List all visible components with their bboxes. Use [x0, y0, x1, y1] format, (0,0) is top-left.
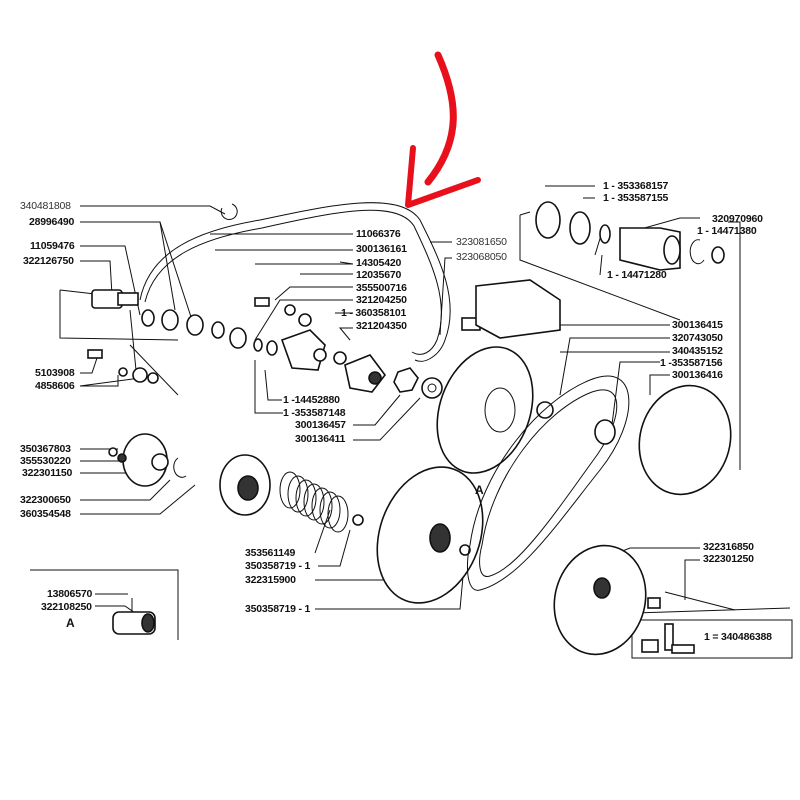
part-label: 1 -353587148	[283, 407, 346, 419]
section-marker: A	[66, 616, 75, 630]
spring	[279, 471, 349, 533]
part-label: 11066376	[356, 228, 401, 240]
fan-pulleys	[553, 384, 736, 656]
part-label: 323081650	[456, 236, 507, 248]
part-label: 322301150	[22, 467, 73, 479]
part-label: 300136415	[672, 319, 723, 331]
part-label: 300136411	[295, 433, 346, 445]
part-label: 350358719 - 1	[245, 560, 311, 572]
part-label: 355500716	[356, 282, 407, 294]
part-label: 1 - 353587155	[603, 192, 669, 204]
part-label: 4858606	[35, 380, 75, 392]
part-label: 353561149	[245, 547, 296, 559]
part-label: 321204350	[356, 320, 407, 332]
section-a-detail	[112, 598, 695, 654]
variator-pulleys	[108, 346, 554, 604]
part-label: 1 - 14471380	[697, 225, 757, 237]
throttle-cable	[139, 202, 451, 362]
part-label: 1 -14452880	[283, 394, 340, 406]
part-label: 321204250	[356, 294, 407, 306]
part-label: 360354548	[20, 508, 71, 520]
part-label: 1 - 353368157	[603, 180, 669, 192]
part-label: 350358719 - 1	[245, 603, 311, 615]
section-marker: A	[475, 483, 484, 497]
part-label: 340435152	[672, 345, 723, 357]
part-label: 323068050	[456, 251, 507, 263]
part-label: 322315900	[245, 574, 296, 586]
part-label: 1 - 14471280	[607, 269, 667, 281]
part-label: 14305420	[356, 257, 402, 269]
part-label: 300136161	[356, 243, 407, 255]
kit-label: 1 = 340486388	[704, 631, 772, 643]
part-label: 350367803	[20, 443, 71, 455]
part-label: 322108250	[41, 601, 92, 613]
part-label: 340481808	[20, 200, 71, 212]
part-label: 320743050	[672, 332, 723, 344]
part-label: 322301250	[703, 553, 754, 565]
part-label: 322316850	[703, 541, 754, 553]
red-arrow-icon	[405, 51, 481, 208]
part-label: 13806570	[47, 588, 93, 600]
part-label: 12035670	[356, 269, 402, 281]
part-label: 322126750	[23, 255, 74, 267]
linkage-parts	[87, 203, 561, 399]
part-label: 300136457	[295, 419, 346, 431]
part-label: 355530220	[20, 455, 71, 467]
part-label: 5103908	[35, 367, 75, 379]
part-label: 1 - 360358101	[341, 307, 407, 319]
part-label: 320970960	[712, 213, 763, 225]
part-label: 11059476	[30, 240, 75, 252]
part-label: 1 -353587156	[660, 357, 723, 369]
part-label: 300136416	[672, 369, 723, 381]
part-label: 28996490	[29, 216, 75, 228]
shaft-parts	[535, 201, 725, 271]
part-label: 322300650	[20, 494, 71, 506]
